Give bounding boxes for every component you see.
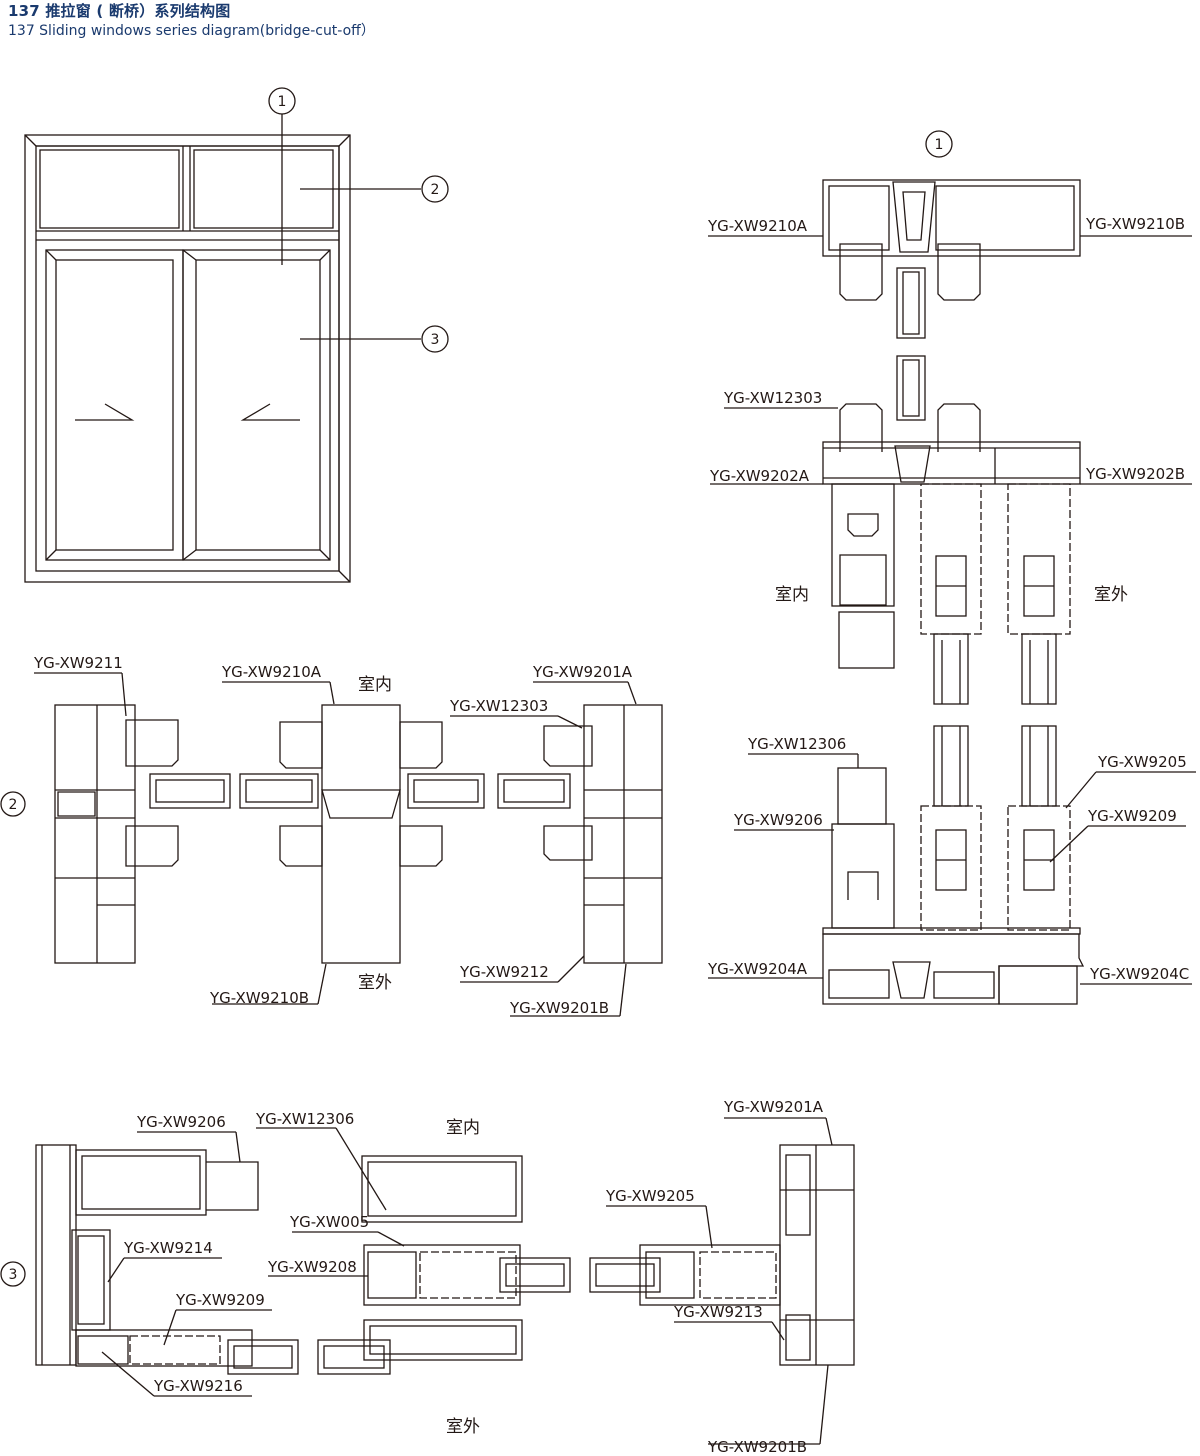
label-9211: YG-XW9211 <box>33 654 123 672</box>
label-9201b-s2: YG-XW9201B <box>509 999 609 1017</box>
section-3-horizontal <box>0 1144 855 1375</box>
section-3-labels: 3 YG-XW9206 YG-XW12306 室内 YG-XW005 YG-XW… <box>9 1098 824 1456</box>
label-9206: YG-XW9206 <box>733 811 823 829</box>
label-outdoor-s3: 室外 <box>446 1417 480 1437</box>
label-12303-s2: YG-XW12303 <box>449 697 548 715</box>
section-2-leaders <box>34 672 637 1017</box>
label-9208: YG-XW9208 <box>267 1258 357 1276</box>
label-9212: YG-XW9212 <box>459 963 549 981</box>
label-9214: YG-XW9214 <box>123 1239 213 1257</box>
page-title: 137 推拉窗 ( 断桥）系列结构图 <box>8 2 231 20</box>
label-9205-s3: YG-XW9205 <box>605 1187 695 1205</box>
label-12303: YG-XW12303 <box>723 389 822 407</box>
callout-1: 1 <box>278 94 287 110</box>
section-1-labels: 1 YG-XW9210A YG-XW9210B YG-XW12303 YG-XW… <box>707 137 1189 983</box>
callout-3: 3 <box>431 332 440 348</box>
label-9210b: YG-XW9210B <box>1085 215 1185 233</box>
label-9209-s3: YG-XW9209 <box>175 1291 265 1309</box>
label-9202a: YG-XW9202A <box>709 467 810 485</box>
callout-numbers: 1 2 3 <box>278 94 440 348</box>
label-9205: YG-XW9205 <box>1097 753 1187 771</box>
label-indoor: 室内 <box>775 585 809 605</box>
section-2-labels: 2 YG-XW9211 YG-XW9210A 室内 YG-XW9201A YG-… <box>9 654 633 1017</box>
label-9204c: YG-XW9204C <box>1089 965 1189 983</box>
label-9210b-s2: YG-XW9210B <box>209 989 309 1007</box>
label-9206-s3: YG-XW9206 <box>136 1113 226 1131</box>
label-9210a: YG-XW9210A <box>707 217 808 235</box>
label-outdoor-s2: 室外 <box>358 973 392 993</box>
label-9216: YG-XW9216 <box>153 1377 243 1395</box>
window-elevation <box>24 87 449 583</box>
section-3-callout: 3 <box>9 1267 18 1283</box>
section-1-callout: 1 <box>935 137 944 153</box>
label-12306-s3: YG-XW12306 <box>255 1110 354 1128</box>
label-9210a-s2: YG-XW9210A <box>221 663 322 681</box>
callout-2: 2 <box>431 182 440 198</box>
label-005: YG-XW005 <box>289 1213 369 1231</box>
label-9209: YG-XW9209 <box>1087 807 1177 825</box>
label-9213: YG-XW9213 <box>673 1303 763 1321</box>
page-subtitle: 137 Sliding windows series diagram(bridg… <box>8 23 375 39</box>
label-indoor-s2: 室内 <box>358 675 392 695</box>
label-12306: YG-XW12306 <box>747 735 846 753</box>
label-9202b: YG-XW9202B <box>1085 465 1185 483</box>
label-outdoor: 室外 <box>1094 585 1128 605</box>
label-9201a-s2: YG-XW9201A <box>532 663 633 681</box>
label-9204a: YG-XW9204A <box>707 960 808 978</box>
label-9201b-s3: YG-XW9201B <box>707 1438 807 1456</box>
section-1-leaders <box>708 235 1196 985</box>
label-9201a-s3: YG-XW9201A <box>723 1098 824 1116</box>
label-indoor-s3: 室内 <box>446 1118 480 1138</box>
section-1-vertical <box>822 130 1085 1005</box>
section-2-horizontal <box>0 704 663 964</box>
section-3-leaders <box>101 1117 833 1445</box>
section-2-callout: 2 <box>9 797 18 813</box>
